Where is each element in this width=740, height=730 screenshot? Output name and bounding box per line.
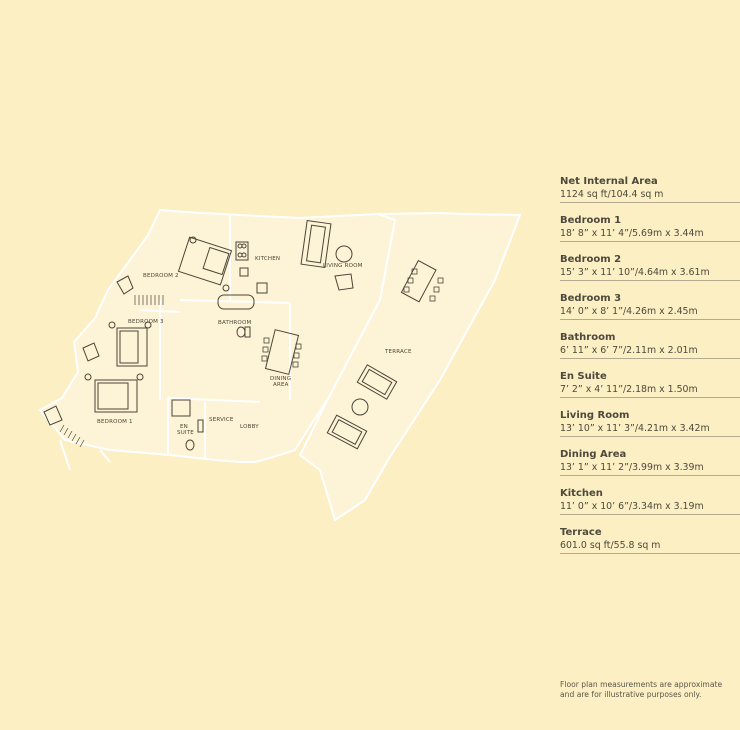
disclaimer-line: Floor plan measurements are approximate	[560, 680, 723, 689]
spec-value: 601.0 sq ft/55.8 sq m	[560, 540, 661, 551]
label-bedroom-1: BEDROOM 1	[97, 419, 133, 425]
chair-bedroom-2	[116, 275, 134, 295]
ensuite-shower	[171, 399, 191, 417]
room-labels: BEDROOM 2 KITCHEN LIVING ROOM BEDROOM 3 …	[97, 256, 412, 436]
spec-value: 15’ 3” x 11’ 10”/4.64m x 3.61m	[560, 267, 710, 278]
spec-title: Bedroom 2	[560, 254, 622, 265]
bathtub	[217, 294, 255, 310]
spec-net-internal-area: Net Internal Area 1124 sq ft/104.4 sq m	[560, 172, 740, 203]
bed-bedroom-1	[94, 379, 138, 413]
interior-walls	[59, 216, 291, 471]
terrace-outline	[298, 211, 522, 522]
label-bathroom: BATHROOM	[218, 320, 251, 326]
spec-value: 18’ 8” x 11’ 4”/5.69m x 3.44m	[560, 228, 704, 239]
spec-value: 7’ 2” x 4’ 11”/2.18m x 1.50m	[560, 384, 698, 395]
spec-title: Bedroom 3	[560, 293, 622, 304]
spec-value: 13’ 10” x 11’ 3”/4.21m x 3.42m	[560, 423, 710, 434]
terrace-side-table	[351, 398, 369, 416]
floor-plan: BEDROOM 2 KITCHEN LIVING ROOM BEDROOM 3 …	[38, 208, 522, 522]
spec-title: Bathroom	[560, 332, 616, 343]
label-kitchen: KITCHEN	[255, 256, 280, 262]
spec-living-room: Living Room 13’ 10” x 11’ 3”/4.21m x 3.4…	[560, 406, 740, 437]
spec-value: 14’ 0” x 8’ 1”/4.26m x 2.45m	[560, 306, 698, 317]
disclaimer-line: and are for illustrative purposes only.	[560, 690, 702, 699]
kitchen-hob	[235, 241, 249, 261]
sofa	[300, 219, 332, 269]
spec-value: 11’ 0” x 10’ 6”/3.34m x 3.19m	[560, 501, 704, 512]
spec-title: Net Internal Area	[560, 176, 658, 187]
spec-terrace: Terrace 601.0 sq ft/55.8 sq m	[560, 523, 740, 554]
spec-title: Terrace	[560, 527, 602, 538]
plan-walls	[38, 208, 522, 522]
spec-kitchen: Kitchen 11’ 0” x 10’ 6”/3.34m x 3.19m	[560, 484, 740, 515]
armchair	[334, 273, 354, 291]
spec-title: Living Room	[560, 410, 630, 421]
label-terrace: TERRACE	[384, 349, 412, 355]
label-dining: DINING	[270, 376, 291, 382]
label-area: AREA	[273, 382, 289, 388]
chair-bedroom-3	[82, 342, 100, 362]
spec-title: Kitchen	[560, 488, 603, 499]
spec-value: 13’ 1” x 11’ 2”/3.99m x 3.39m	[560, 462, 704, 473]
spec-bedroom-1: Bedroom 1 18’ 8” x 11’ 4”/5.69m x 3.44m	[560, 211, 740, 242]
spec-bathroom: Bathroom 6’ 11” x 6’ 7”/2.11m x 2.01m	[560, 328, 740, 359]
label-bedroom-3: BEDROOM 3	[128, 319, 164, 325]
bed-bedroom-3	[116, 327, 148, 367]
spec-bedroom-3: Bedroom 3 14’ 0” x 8’ 1”/4.26m x 2.45m	[560, 289, 740, 320]
spec-title: Bedroom 1	[560, 215, 622, 226]
terrace-lounger-2	[326, 414, 368, 450]
label-suite: SUITE	[177, 430, 194, 436]
room-dimensions-list: Net Internal Area 1124 sq ft/104.4 sq m …	[560, 172, 740, 562]
spec-bedroom-2: Bedroom 2 15’ 3” x 11’ 10”/4.64m x 3.61m	[560, 250, 740, 281]
spec-value: 6’ 11” x 6’ 7”/2.11m x 2.01m	[560, 345, 698, 356]
chair-bedroom-1	[43, 405, 63, 426]
disclaimer: Floor plan measurements are approximate …	[560, 680, 738, 700]
label-en: EN	[180, 424, 188, 430]
label-lobby: LOBBY	[240, 424, 259, 430]
spec-en-suite: En Suite 7’ 2” x 4’ 11”/2.18m x 1.50m	[560, 367, 740, 398]
bed-bedroom-2	[177, 236, 233, 286]
spec-value: 1124 sq ft/104.4 sq m	[560, 189, 664, 200]
spec-title: Dining Area	[560, 449, 627, 460]
wardrobe-hatch	[59, 295, 164, 448]
floor-plan-drawing: BEDROOM 2 KITCHEN LIVING ROOM BEDROOM 3 …	[38, 208, 522, 522]
terrace-dining-table	[400, 259, 437, 303]
label-living-room: LIVING ROOM	[323, 263, 363, 269]
kitchen-sink	[256, 282, 268, 294]
terrace-lounger-1	[356, 364, 398, 400]
spec-title: En Suite	[560, 371, 607, 382]
label-service: SERVICE	[209, 417, 234, 423]
label-bedroom-2: BEDROOM 2	[143, 273, 179, 279]
coffee-table	[335, 245, 353, 263]
spec-dining-area: Dining Area 13’ 1” x 11’ 2”/3.99m x 3.39…	[560, 445, 740, 476]
furniture	[43, 219, 444, 451]
